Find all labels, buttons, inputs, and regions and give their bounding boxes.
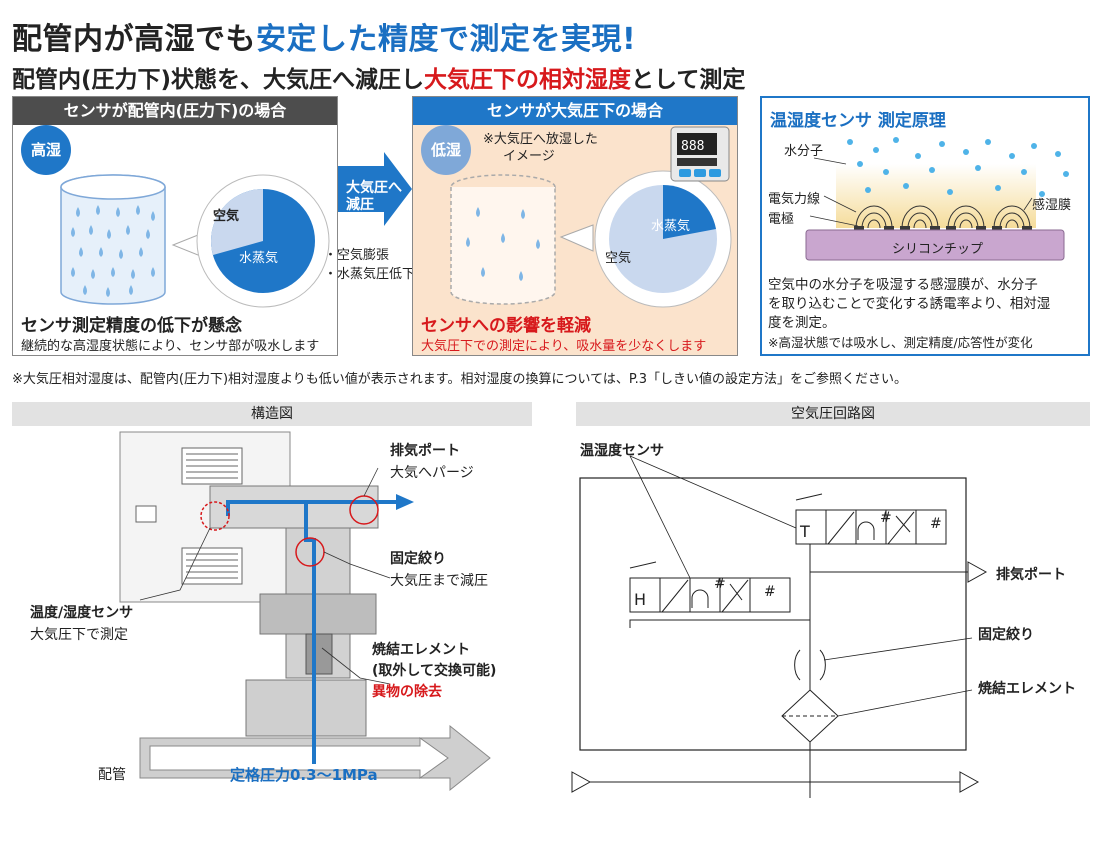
panel-left-subtitle: 継続的な高湿度状態により、センサ部が吸水します (21, 339, 320, 354)
label-membrane: 感湿膜 (1032, 198, 1072, 213)
panel-pressurized-header: センサが配管内(圧力下)の場合 (13, 97, 337, 125)
subheadline: 配管内(圧力下)状態を、大気圧へ減圧し大気圧下の相対湿度として測定 (12, 60, 745, 94)
panel-atmospheric-header: センサが大気圧下の場合 (413, 97, 737, 125)
label-water-molecule: 水分子 (784, 144, 824, 159)
circuit-header: 空気圧回路図 (576, 402, 1090, 426)
structure-element-sub: (取外して交換可能) (372, 663, 497, 679)
high-humidity-illustration (60, 174, 330, 308)
structure-sensor-callout: 温度/湿度センサ 大気圧下で測定 (30, 602, 133, 646)
headline-part2: 安定した精度で測定を実現! (256, 22, 637, 57)
label-electrode: 電極 (768, 212, 795, 227)
decompress-label-line2: 減圧 (346, 197, 374, 213)
structure-foreign: 異物の除去 (372, 684, 442, 700)
decompress-label-line1: 大気圧へ (346, 180, 402, 196)
effect-vapor-drop: ・水蒸気圧低下 (324, 267, 416, 282)
structure-diagram (119, 431, 491, 792)
pie-right-air: 空気 (605, 251, 632, 266)
svg-text:888: 888 (681, 139, 704, 154)
subheadline-part3: として測定 (631, 67, 746, 93)
circuit-orifice-label: 固定絞り (978, 627, 1034, 643)
circuit-hash-4: # (764, 584, 776, 600)
high-humidity-badge: 高湿 (21, 125, 71, 175)
panel-principle: 温湿度センサ 測定原理 水 (760, 96, 1090, 356)
pie-left-air: 空気 (213, 209, 240, 224)
circuit-hash-1: # (880, 510, 892, 526)
panel-right-subtitle: 大気圧下での測定により、吸水量を少なくします (421, 339, 707, 354)
structure-pressure: 定格圧力0.3〜1MPa (230, 766, 378, 784)
circuit-hash-3: # (714, 576, 726, 592)
structure-reduce: 大気圧まで減圧 (390, 573, 488, 589)
decompress-label: 大気圧へ 減圧 (346, 180, 402, 214)
release-note: ※大気圧へ放湿した イメージ (483, 131, 598, 165)
principle-diagram (805, 137, 1069, 261)
structure-header: 構造図 (12, 402, 532, 426)
circuit-element-label: 焼結エレメント (978, 681, 1076, 697)
decompress-arrow (338, 152, 412, 226)
low-humidity-badge: 低湿 (421, 125, 471, 175)
subheadline-part1: 配管内(圧力下)状態を、大気圧へ減圧し (12, 67, 425, 93)
label-silicon-chip: シリコンチップ (892, 242, 984, 257)
panel-atmospheric: センサが大気圧下の場合 低湿 ※大気圧へ放湿した イメージ 888 水蒸気 空気… (412, 96, 738, 356)
principle-note: ※高湿状態では吸水し、測定精度/応答性が変化 (768, 335, 1033, 350)
low-humidity-illustration (450, 167, 732, 308)
pie-right-vapor: 水蒸気 (651, 219, 691, 234)
decompress-effects: ・空気膨張 ・水蒸気圧低下 (324, 246, 415, 284)
panel-pressurized: センサが配管内(圧力下)の場合 高湿 空気 水蒸気 センサ測定精度の低下が懸念 … (12, 96, 338, 356)
release-note-line2: イメージ (503, 149, 555, 164)
circuit-symbol-h: H (634, 590, 647, 609)
release-note-line1: ※大気圧へ放湿した (483, 132, 598, 147)
panel-left-title: センサ測定精度の低下が懸念 (21, 316, 242, 336)
structure-purge: 大気へパージ (390, 465, 474, 481)
circuit-sensor-label: 温湿度センサ (580, 443, 664, 459)
structure-element: 焼結エレメント (372, 642, 470, 658)
principle-title: 温湿度センサ 測定原理 (770, 111, 946, 131)
label-field-line: 電気力線 (768, 192, 821, 207)
circuit-exhaust-label: 排気ポート (996, 567, 1066, 583)
circuit-diagram (571, 455, 988, 798)
structure-exhaust-callout: 排気ポート 大気へパージ (390, 440, 474, 484)
structure-element-callout: 焼結エレメント (取外して交換可能) 異物の除去 (372, 640, 496, 703)
effect-air-expansion: ・空気膨張 (324, 248, 390, 263)
structure-exhaust-port: 排気ポート (390, 443, 460, 459)
principle-desc-line1: 空気中の水分子を吸湿する感湿膜が、水分子 (768, 277, 1038, 293)
principle-description: 空気中の水分子を吸湿する感湿膜が、水分子 を取り込むことで変化する誘電率より、相… (768, 276, 1050, 352)
structure-orifice-callout: 固定絞り 大気圧まで減圧 (390, 548, 488, 592)
headline-part1: 配管内が高湿でも (12, 22, 256, 57)
circuit-hash-2: # (930, 516, 942, 532)
structure-sensor-sub: 大気圧下で測定 (30, 627, 128, 643)
circuit-symbol-t: T (800, 522, 810, 541)
subheadline-part2: 大気圧下の相対湿度 (424, 67, 632, 93)
footnote: ※大気圧相対湿度は、配管内(圧力下)相対湿度よりも低い値が表示されます。相対湿度… (12, 372, 908, 387)
pie-left-vapor: 水蒸気 (239, 251, 279, 266)
principle-desc-line2: を取り込むことで変化する誘電率より、相対湿 (768, 296, 1051, 312)
panel-right-title: センサへの影響を軽減 (421, 316, 591, 336)
principle-desc-line3: 度を測定。 (768, 315, 836, 331)
headline: 配管内が高湿でも安定した精度で測定を実現! (12, 14, 636, 58)
structure-orifice: 固定絞り (390, 551, 446, 567)
structure-pipe-label: 配管 (98, 767, 126, 783)
structure-sensor: 温度/湿度センサ (30, 605, 134, 621)
sensor-device-icon: 888 (670, 126, 730, 182)
